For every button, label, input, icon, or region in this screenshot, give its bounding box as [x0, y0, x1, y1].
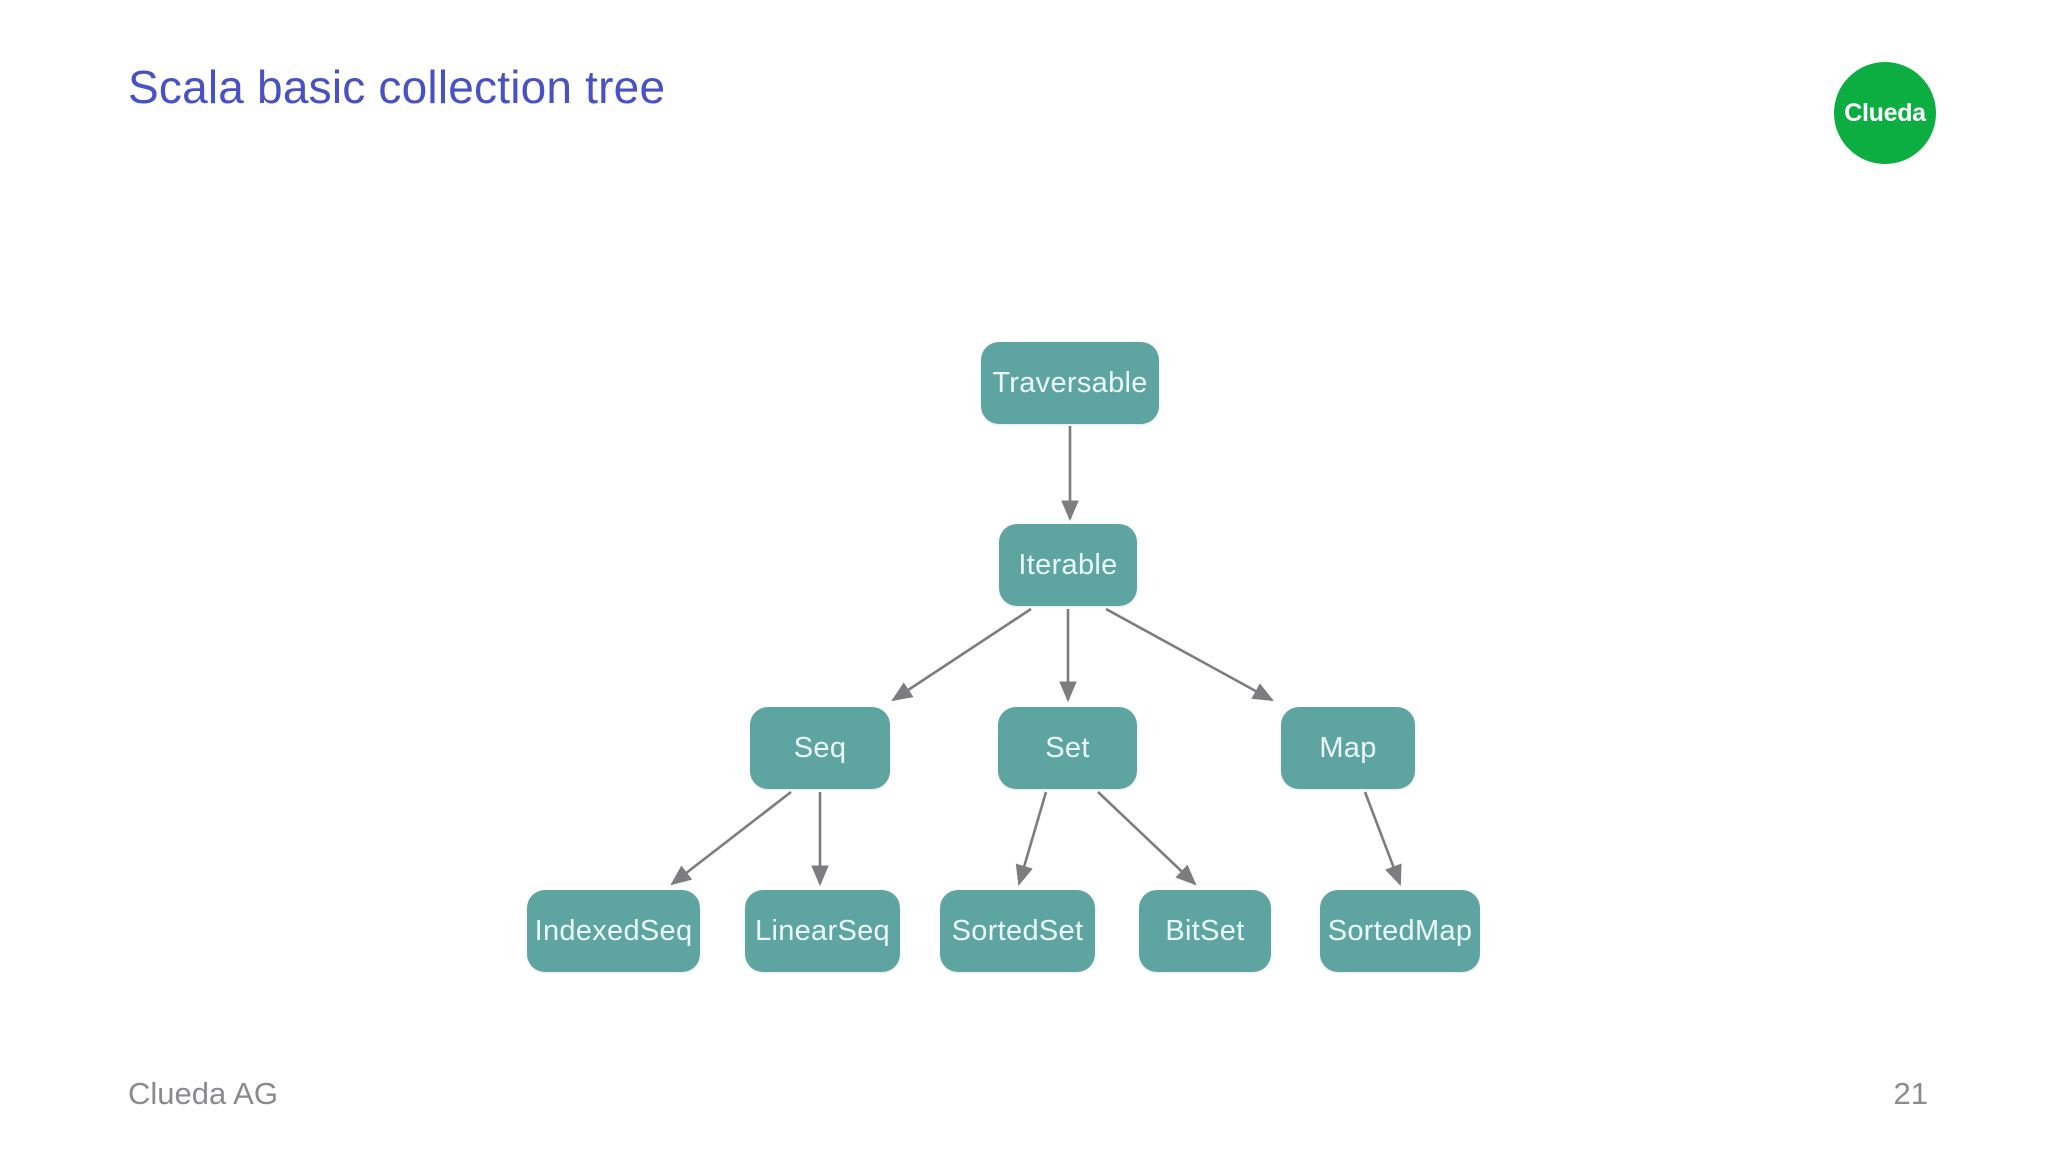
tree-node-label: SortedSet — [951, 914, 1084, 947]
tree-edge-map-to-sortedmap — [1363, 791, 1402, 886]
logo-text: Clueda — [1844, 98, 1926, 127]
tree-node-label: LinearSeq — [755, 914, 890, 947]
clueda-logo: Clueda — [1834, 62, 1936, 164]
tree-edge-set-to-sortedset — [1015, 791, 1048, 886]
footer-organization: Clueda AG — [128, 1076, 278, 1111]
tree-node-label: Traversable — [992, 366, 1148, 399]
tree-node-traversable[interactable]: Traversable — [981, 342, 1159, 424]
tree-node-sortedmap[interactable]: SortedMap — [1320, 890, 1480, 972]
tree-node-indexedseq[interactable]: IndexedSeq — [527, 890, 700, 972]
tree-edge-set-to-bitset — [1097, 791, 1197, 886]
tree-node-label: IndexedSeq — [534, 914, 693, 947]
tree-edge-iterable-to-seq — [891, 607, 1032, 702]
tree-edges — [670, 426, 1402, 887]
tree-node-label: Seq — [793, 731, 847, 764]
tree-node-label: Map — [1319, 731, 1377, 764]
page-number: 21 — [1893, 1076, 1928, 1111]
tree-node-seq[interactable]: Seq — [750, 707, 890, 789]
tree-node-set[interactable]: Set — [998, 707, 1137, 789]
tree-edge-seq-to-indexedseq — [670, 790, 792, 886]
tree-edge-iterable-to-map — [1105, 607, 1274, 702]
tree-node-label: Iterable — [1018, 548, 1118, 581]
tree-node-sortedset[interactable]: SortedSet — [940, 890, 1095, 972]
tree-node-iterable[interactable]: Iterable — [999, 524, 1137, 606]
tree-node-linearseq[interactable]: LinearSeq — [745, 890, 900, 972]
tree-node-label: SortedMap — [1327, 914, 1473, 947]
tree-node-map[interactable]: Map — [1281, 707, 1415, 789]
tree-node-label: BitSet — [1165, 914, 1245, 947]
page-title: Scala basic collection tree — [128, 61, 666, 113]
tree-node-label: Set — [1045, 731, 1090, 764]
tree-node-bitset[interactable]: BitSet — [1139, 890, 1271, 972]
